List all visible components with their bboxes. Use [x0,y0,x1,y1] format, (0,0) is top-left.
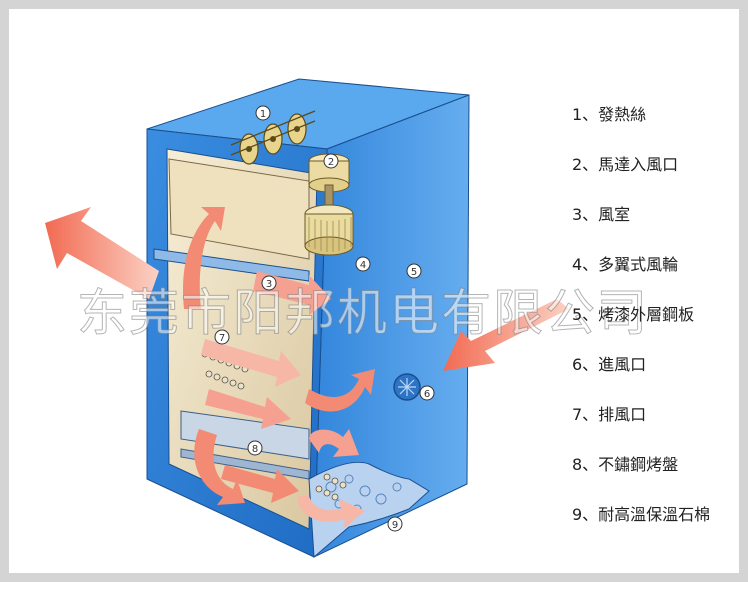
flow-arrow-h [221,465,299,503]
legend-item-fan-wheel: 4、多翼式風輪 [572,255,679,274]
flow-arrow-d [305,369,375,412]
svg-text:8: 8 [252,444,258,455]
heating-element [230,110,316,165]
insulation-wool [308,461,430,559]
flow-arrow-f [194,429,245,505]
component-legend: 1、發熱絲 2、馬達入風口 3、風室 4、多翼式風輪 5、烤漆外層鋼板 6、進風… [572,101,748,551]
svg-text:6: 6 [424,389,430,400]
legend-item-steel-plate: 5、烤漆外層鋼板 [572,305,695,324]
oven-cutaway-diagram: 1 2 3 4 5 6 7 8 9 [45,78,569,559]
svg-text:9: 9 [392,520,398,531]
flow-arrow-a [183,207,225,309]
legend-item-baking-tray: 8、不鏽鋼烤盤 [572,455,679,474]
callout-6: 6 [419,385,435,401]
svg-text:1: 1 [260,109,266,120]
callout-3: 3 [261,275,277,291]
svg-text:4: 4 [360,260,366,271]
callout-5: 5 [406,263,422,279]
legend-item-air-outlet: 7、排風口 [572,405,647,424]
legend-item-insulation: 9、耐高溫保溫石棉 [572,505,711,524]
svg-text:2: 2 [328,157,334,168]
callout-4: 4 [355,256,371,272]
fan-wheel [304,204,354,256]
exhaust-arrow [45,207,159,299]
flow-arrow-i [297,495,365,529]
callout-8: 8 [247,440,263,456]
callout-2: 2 [323,153,339,169]
svg-text:3: 3 [266,279,272,290]
legend-item-air-inlet: 6、進風口 [572,355,647,374]
callout-7: 7 [214,329,230,345]
flow-arrow-e [205,389,291,429]
legend-item-motor-inlet: 2、馬達入風口 [572,155,679,174]
bottom-vent-holes [315,473,347,501]
callout-9: 9 [387,516,403,532]
callout-1: 1 [255,105,271,121]
insulation-texture [325,474,402,514]
airflow-arrows [45,207,569,529]
flow-arrow-c [201,339,301,387]
legend-item-heating-wire: 1、發熱絲 [572,105,647,124]
company-watermark: 东莞市阳邦机电有限公司 [77,284,649,343]
callout-markers: 1 2 3 4 5 6 7 8 9 [214,105,435,532]
inlet-arrow [443,299,569,371]
air-inlet-vent [393,373,421,401]
flow-arrow-g [309,429,359,457]
svg-text:7: 7 [219,333,225,344]
svg-text:5: 5 [411,267,417,278]
legend-item-air-chamber: 3、風室 [572,205,631,224]
